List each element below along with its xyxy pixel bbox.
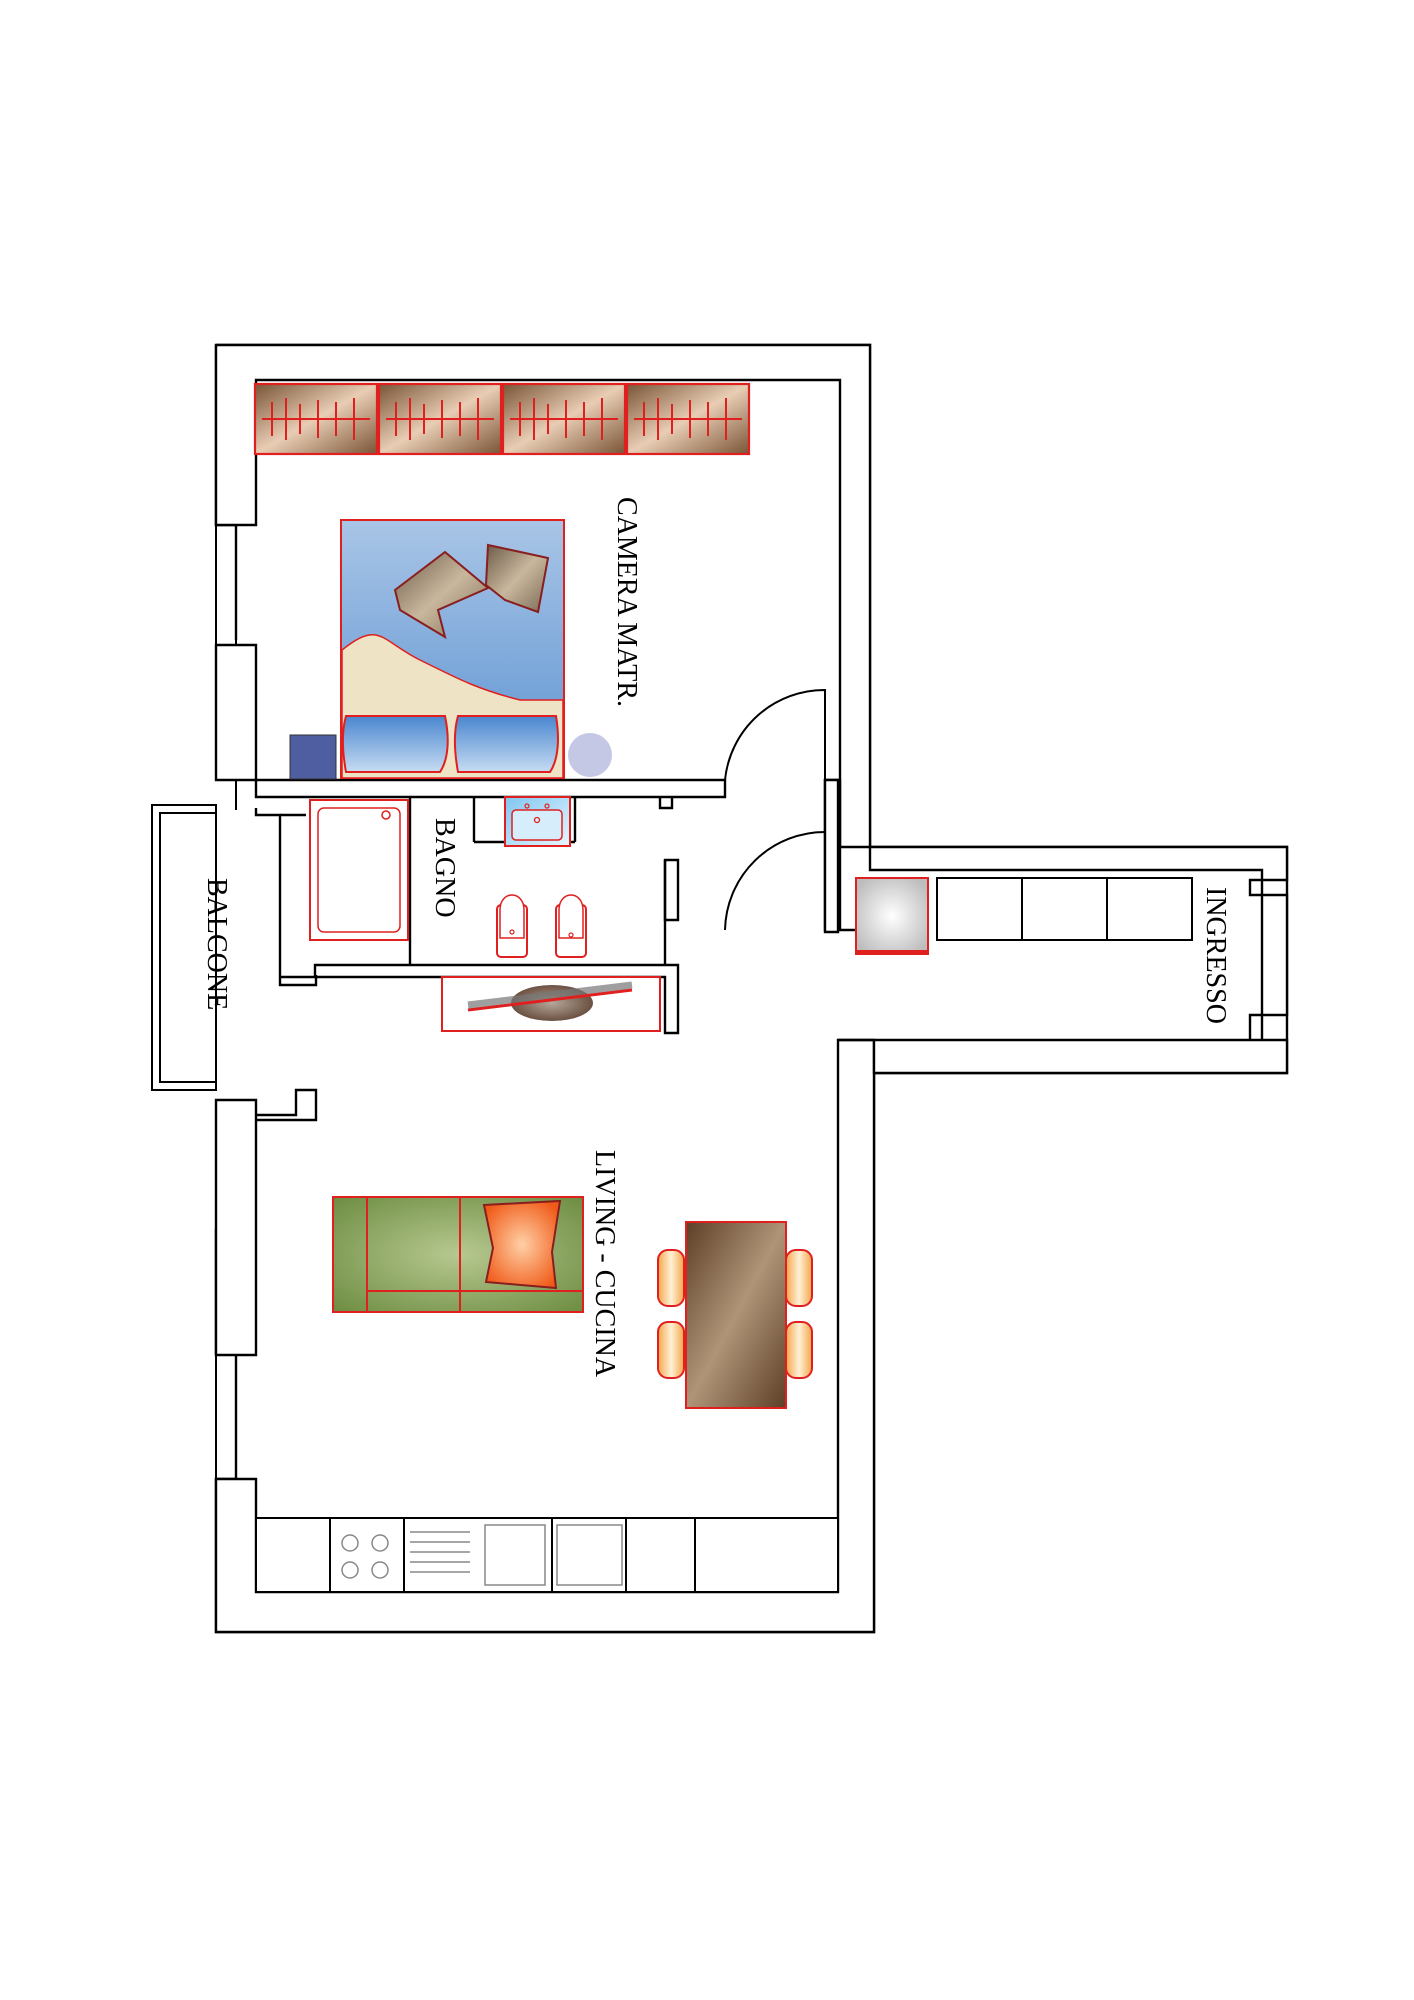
bathtub <box>309 799 409 941</box>
room-label-living: LIVING - CUCINA <box>589 1150 620 1378</box>
pillow <box>484 543 550 614</box>
room-label-camera: CAMERA MATR. <box>611 497 642 707</box>
bath-door <box>724 830 826 931</box>
bidet <box>496 894 528 958</box>
headboard-right <box>454 715 559 773</box>
bedroom-door <box>724 688 826 781</box>
windows <box>215 525 237 1479</box>
bath-walls <box>254 797 667 987</box>
dining-table <box>657 1221 813 1409</box>
room-label-ingresso: INGRESSO <box>1200 887 1231 1024</box>
wall-ingresso-right <box>1260 893 1289 1017</box>
entrance-cabinets <box>936 877 1193 941</box>
washbasin <box>504 796 571 847</box>
room-label-bagno: BAGNO <box>429 818 460 918</box>
wall-bath-east <box>663 858 680 922</box>
pillow <box>393 550 490 640</box>
doors <box>724 688 826 931</box>
kitchen-counter <box>255 1517 839 1593</box>
wardrobe <box>253 382 751 456</box>
cushion <box>482 1199 562 1290</box>
drainer <box>410 1531 470 1573</box>
chair <box>785 1321 813 1379</box>
room-label-balcone: BALCONE <box>201 878 232 1010</box>
wall-north <box>214 343 872 849</box>
kitchen-sinks <box>484 1524 623 1586</box>
sofa <box>332 1196 584 1313</box>
wall-ingresso-top <box>868 845 1289 897</box>
headboard-left <box>342 715 449 773</box>
chair <box>657 1249 685 1307</box>
balcony <box>151 804 217 1091</box>
wall-west-upper <box>214 643 258 782</box>
wall-ingresso-bottom <box>838 1013 1289 1075</box>
chair <box>785 1249 813 1307</box>
toilet <box>555 894 587 958</box>
wall-corridor-mid <box>823 778 840 934</box>
corridor-cabinet <box>441 976 661 1032</box>
bedside-lamp <box>568 733 612 777</box>
nightstand <box>289 734 337 780</box>
washing-machine <box>855 877 929 955</box>
wall-bedroom-bath <box>254 778 727 810</box>
stove <box>341 1534 389 1579</box>
wall-west-lower <box>214 1088 318 1357</box>
wall-bath-living <box>280 963 680 1035</box>
double-bed <box>340 519 565 779</box>
chair <box>657 1321 685 1379</box>
